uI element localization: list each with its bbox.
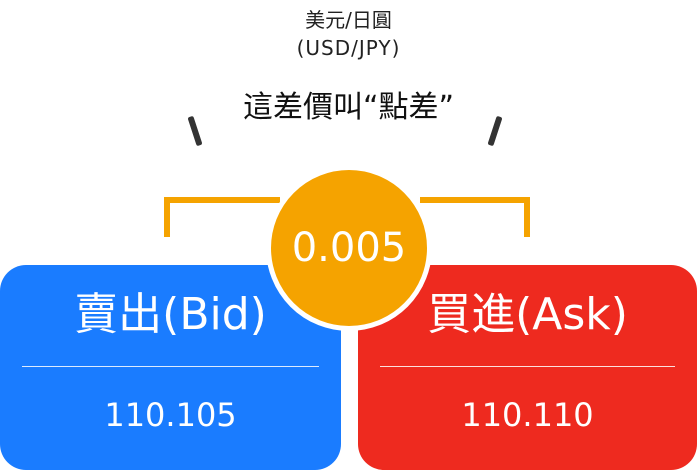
ask-title: 買進(Ask) — [427, 289, 628, 340]
ask-price: 110.110 — [461, 396, 594, 434]
spread-value: 0.005 — [291, 225, 407, 271]
spread-caption: 這差價叫“點差” — [242, 90, 455, 125]
bid-divider — [22, 366, 319, 367]
bid-title: 賣出(Bid) — [74, 289, 267, 340]
bid-price: 110.105 — [104, 396, 237, 434]
spread-circle: 0.005 — [266, 165, 432, 331]
pair-code: (USD/JPY) — [296, 36, 401, 60]
left-bracket-connector — [164, 197, 280, 237]
ask-card: 買進(Ask) 110.110 — [358, 265, 697, 470]
pair-name: 美元/日圓 — [305, 8, 392, 32]
right-bracket-connector — [420, 197, 530, 237]
ask-divider — [380, 366, 675, 367]
